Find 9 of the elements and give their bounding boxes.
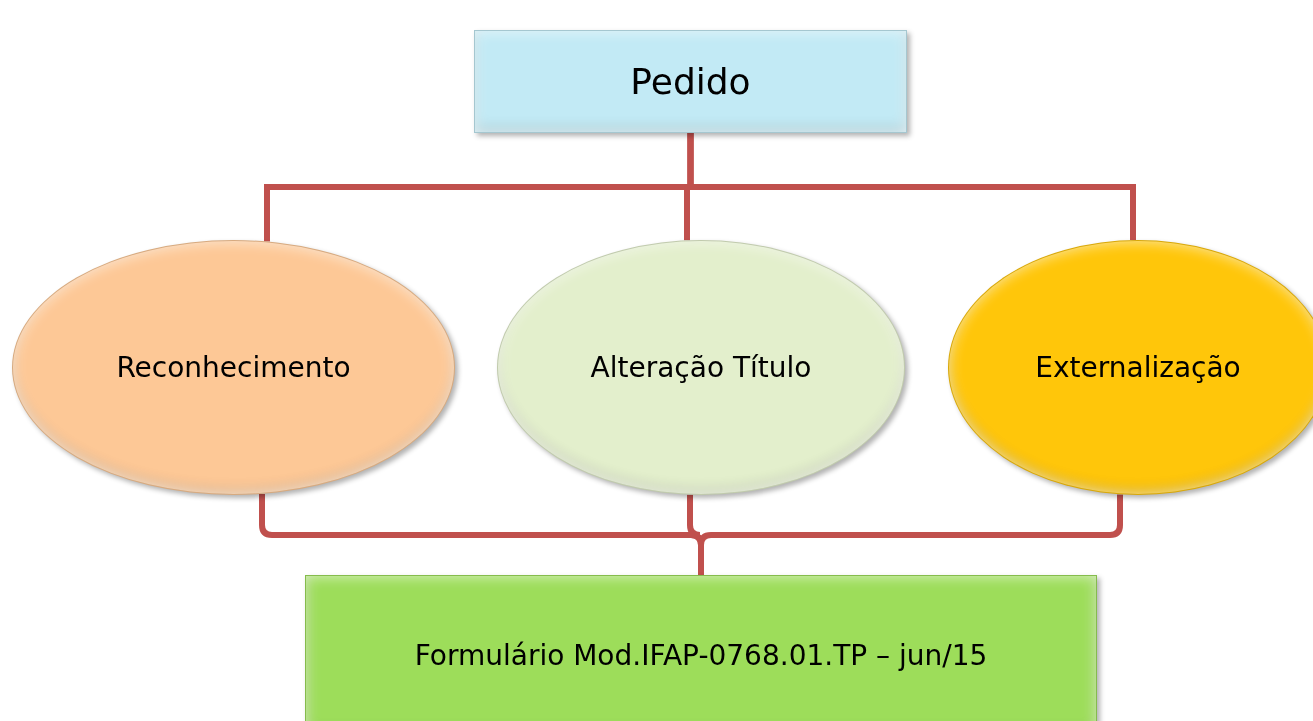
process-box bbox=[474, 30, 907, 133]
process-box bbox=[305, 575, 1097, 721]
connector-line bbox=[698, 494, 1123, 575]
connector-line bbox=[687, 133, 1136, 241]
node-label: Reconhecimento bbox=[116, 351, 351, 384]
node-label: Alteração Título bbox=[590, 351, 812, 384]
node-label: Formulário Mod.IFAP-0768.01.TP – jun/15 bbox=[414, 638, 988, 672]
node-label: Externalização bbox=[1035, 351, 1241, 384]
node-label: Pedido bbox=[630, 61, 751, 102]
